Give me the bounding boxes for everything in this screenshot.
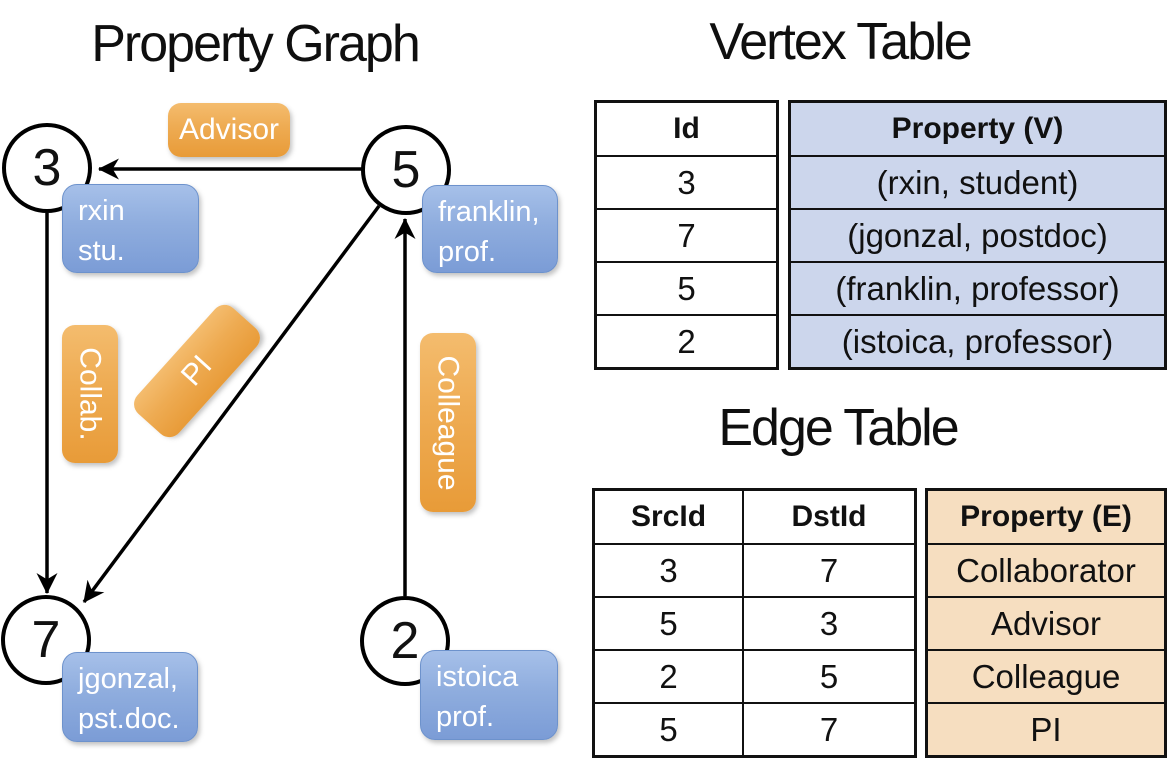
cell-property: (franklin, professor) — [835, 269, 1120, 307]
node-id-3: 3 — [32, 139, 62, 197]
property-graph-title: Property Graph — [91, 15, 421, 73]
cell-id: 5 — [677, 269, 696, 307]
table-row: Advisor — [928, 596, 1164, 649]
table-row: 5 3 — [595, 596, 914, 649]
vertex-label-line: prof. — [436, 701, 495, 733]
vertex-label-jgonzal: jgonzal, pst.doc. — [62, 652, 198, 742]
cell-id: 7 — [677, 216, 696, 254]
edge-label-collab: Collab. — [62, 325, 118, 463]
table-row: 2 5 — [595, 649, 914, 702]
vertex-table-id-column: Id 3 7 5 2 — [594, 100, 779, 370]
table-row: 5 7 — [595, 702, 914, 755]
edge-table: SrcId DstId 3 7 5 3 2 5 5 7 Property (E) — [592, 488, 1167, 758]
column-header-label: Property (V) — [891, 112, 1064, 145]
vertex-label-line: stu. — [78, 235, 125, 267]
table-row: 3 — [597, 155, 776, 208]
table-row: 3 7 — [595, 543, 914, 596]
vertex-label-rxin: rxin stu. — [62, 184, 199, 273]
cell-dstid: 3 — [742, 598, 914, 649]
table-row: PI — [928, 702, 1164, 755]
cell-srcid: 5 — [659, 604, 678, 642]
table-row: 7 — [597, 208, 776, 261]
vertex-label-line: prof. — [438, 236, 497, 268]
edge-label-collab-text: Collab. — [74, 347, 108, 441]
table-row: Collaborator — [928, 543, 1164, 596]
cell-property: (istoica, professor) — [841, 322, 1114, 360]
node-id-5: 5 — [391, 141, 421, 199]
edge-label-advisor-text: Advisor — [178, 113, 280, 146]
vertex-label-line: istoica — [436, 661, 519, 693]
cell-dstid: 7 — [742, 545, 914, 596]
column-header-label: SrcId — [630, 500, 707, 533]
cell-id: 3 — [677, 163, 696, 201]
table-row: Colleague — [928, 649, 1164, 702]
edge-table-id-columns: SrcId DstId 3 7 5 3 2 5 5 7 — [592, 488, 917, 758]
cell-dstid: 7 — [742, 704, 914, 755]
table-row: (franklin, professor) — [791, 261, 1164, 314]
edge-table-title: Edge Table — [718, 399, 959, 457]
node-id-2: 2 — [390, 612, 420, 670]
cell-srcid: 5 — [659, 710, 678, 748]
edge-label-pi-text: PI — [174, 349, 219, 393]
cell-srcid: 3 — [659, 551, 678, 589]
vertex-table-title: Vertex Table — [709, 13, 972, 71]
cell-property: Advisor — [990, 604, 1102, 642]
cell-property: Colleague — [971, 657, 1121, 695]
vertex-label-line: franklin, — [438, 196, 540, 228]
vertex-label-line: rxin — [78, 195, 125, 227]
graph-edges — [36, 158, 416, 604]
vertex-label-istoica: istoica prof. — [420, 650, 558, 740]
table-row: (istoica, professor) — [791, 314, 1164, 367]
cell-srcid: 2 — [659, 657, 678, 695]
table-row: 5 — [597, 261, 776, 314]
vertex-label-line: pst.doc. — [78, 703, 180, 735]
edge-label-colleague: Colleague — [420, 333, 476, 512]
cell-property: PI — [1030, 710, 1062, 748]
table-row: (jgonzal, postdoc) — [791, 208, 1164, 261]
vertex-table-header-id: Id — [597, 103, 776, 155]
edge-label-advisor: Advisor — [168, 103, 290, 157]
edge-label-colleague-text: Colleague — [432, 354, 466, 491]
vertex-table-property-column: Property (V) (rxin, student) (jgonzal, p… — [788, 100, 1167, 370]
cell-property: Collaborator — [956, 551, 1136, 589]
cell-id: 2 — [677, 322, 696, 360]
cell-dstid: 5 — [742, 651, 914, 702]
vertex-label-franklin: franklin, prof. — [422, 185, 558, 273]
column-header-label: Property (E) — [960, 500, 1132, 533]
column-header-label: Id — [673, 112, 700, 145]
vertex-table: Id 3 7 5 2 Property (V) (rxin, student) … — [594, 100, 1167, 370]
node-circle-5: 5 — [361, 125, 451, 215]
column-header-label: DstId — [742, 491, 914, 543]
edge-table-header-property: Property (E) — [928, 491, 1164, 543]
table-row: (rxin, student) — [791, 155, 1164, 208]
edge-pi-5-7 — [82, 204, 381, 604]
cell-property: (jgonzal, postdoc) — [847, 216, 1108, 254]
vertex-label-line: jgonzal, — [78, 663, 178, 695]
node-circle-2: 2 — [360, 596, 450, 686]
cell-property: (rxin, student) — [876, 163, 1079, 201]
edge-table-property-column: Property (E) Collaborator Advisor Collea… — [925, 488, 1167, 758]
vertex-table-header-property: Property (V) — [791, 103, 1164, 155]
node-id-7: 7 — [31, 611, 61, 669]
table-row: 2 — [597, 314, 776, 367]
edge-table-header-row: SrcId DstId — [595, 491, 914, 543]
